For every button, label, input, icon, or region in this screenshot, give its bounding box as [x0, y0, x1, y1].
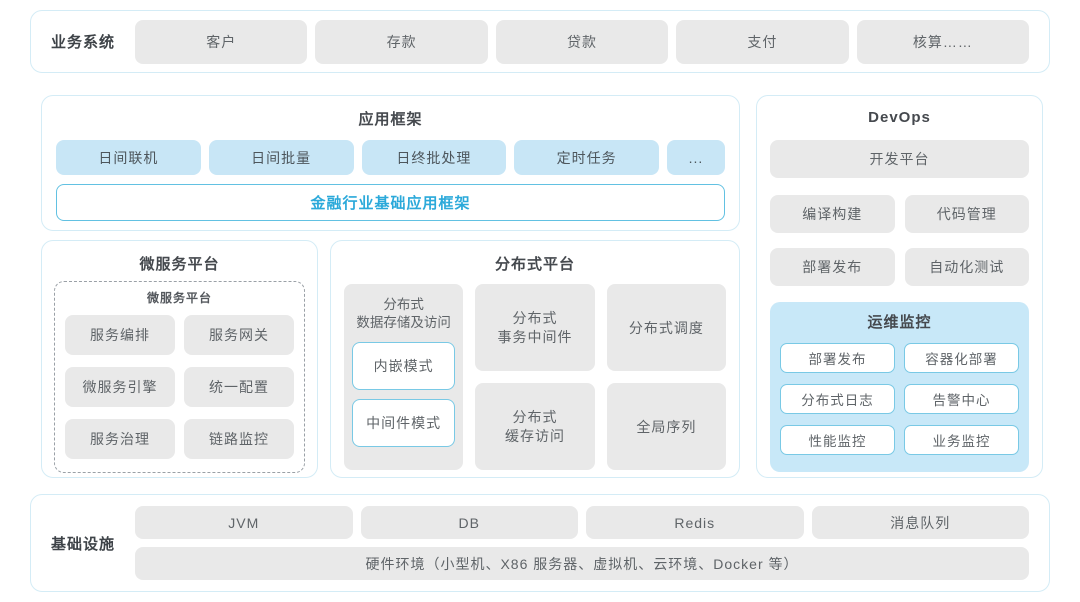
distributed-scheduling: 分布式调度	[606, 284, 726, 371]
microservice-inner-title: 微服务平台	[146, 291, 212, 305]
business-item-loan: 贷款	[495, 19, 669, 64]
business-item-payment: 支付	[676, 19, 849, 64]
base-framework-box: 金融行业基础应用框架	[56, 184, 725, 221]
distributed-storage-label: 分布式 数据存储及访问	[356, 297, 451, 331]
infra-db: DB	[360, 506, 578, 539]
devops-compile-build: 编译构建	[770, 195, 895, 233]
distributed-transaction-middleware: 分布式 事务中间件	[475, 284, 595, 371]
runtime-daytime-batch: 日间批量	[208, 140, 354, 175]
ms-microservice-engine: 微服务引擎	[65, 367, 175, 407]
devops-panel: DevOps 开发平台 编译构建 代码管理 部署发布 自动化测试 运维监控 部署…	[756, 95, 1043, 478]
ops-monitoring-panel: 运维监控 部署发布 容器化部署 分布式日志 告警中心 性能监控 业务监控	[770, 302, 1029, 472]
devops-title: DevOps	[868, 109, 931, 126]
infra-redis: Redis	[586, 506, 804, 539]
storage-middleware-mode: 中间件模式	[352, 399, 456, 448]
app-framework-title: 应用框架	[358, 111, 423, 128]
microservice-grid: 服务编排 服务网关 微服务引擎 统一配置 服务治理 链路监控	[65, 315, 294, 459]
ms-service-governance: 服务治理	[65, 419, 175, 459]
monitor-deploy-release: 部署发布	[780, 343, 895, 373]
distributed-grid: 分布式 数据存储及访问 内嵌模式 中间件模式 分布式 事务中间件 分布式调度 分…	[331, 284, 739, 470]
storage-embedded-mode: 内嵌模式	[352, 342, 456, 391]
ms-service-gateway: 服务网关	[184, 315, 294, 355]
monitor-distributed-logs: 分布式日志	[780, 384, 895, 414]
ms-trace-monitoring: 链路监控	[184, 419, 294, 459]
app-framework-panel: 应用框架 日间联机 日间批量 日终批处理 定时任务 ... 金融行业基础应用框架	[41, 95, 740, 231]
ms-unified-config: 统一配置	[184, 367, 294, 407]
devops-automated-testing: 自动化测试	[904, 248, 1029, 286]
ops-monitoring-title: 运维监控	[867, 314, 932, 331]
ops-monitoring-grid: 部署发布 容器化部署 分布式日志 告警中心 性能监控 业务监控	[780, 343, 1019, 455]
global-sequence: 全局序列	[606, 383, 726, 470]
runtime-more: ...	[667, 140, 725, 175]
distributed-cache-access: 分布式 缓存访问	[475, 383, 595, 470]
distributed-platform-panel: 分布式平台 分布式 数据存储及访问 内嵌模式 中间件模式 分布式 事务中间件 分…	[330, 240, 740, 478]
devops-deploy-release: 部署发布	[770, 248, 895, 286]
business-systems-layer: 业务系统 客户 存款 贷款 支付 核算……	[30, 10, 1050, 73]
monitor-container-deploy: 容器化部署	[904, 343, 1019, 373]
infra-hardware-environment: 硬件环境（小型机、X86 服务器、虚拟机、云环境、Docker 等）	[135, 547, 1029, 580]
monitor-business: 业务监控	[904, 425, 1019, 455]
runtime-scheduled-task: 定时任务	[514, 140, 659, 175]
devops-grid: 编译构建 代码管理 部署发布 自动化测试	[770, 195, 1029, 286]
distributed-title: 分布式平台	[494, 256, 575, 273]
distributed-storage-group: 分布式 数据存储及访问 内嵌模式 中间件模式	[344, 284, 464, 470]
infrastructure-label: 基础设施	[51, 535, 116, 553]
microservice-inner-panel: 微服务平台 服务编排 服务网关 微服务引擎 统一配置 服务治理 链路监控	[54, 281, 305, 473]
business-item-customer: 客户	[135, 19, 308, 64]
business-items-row: 客户 存款 贷款 支付 核算……	[135, 19, 1030, 64]
infrastructure-items-row: JVM DB Redis 消息队列	[135, 506, 1029, 539]
microservice-title: 微服务平台	[139, 256, 220, 273]
runtime-eod-batch: 日终批处理	[361, 140, 507, 175]
infra-message-queue: 消息队列	[811, 506, 1029, 539]
monitor-alert-center: 告警中心	[904, 384, 1019, 414]
monitor-performance: 性能监控	[780, 425, 895, 455]
app-framework-runtime-row: 日间联机 日间批量 日终批处理 定时任务 ...	[42, 140, 739, 175]
infrastructure-layer: 基础设施 JVM DB Redis 消息队列 硬件环境（小型机、X86 服务器、…	[30, 494, 1050, 592]
runtime-daytime-online: 日间联机	[56, 140, 201, 175]
dev-platform-box: 开发平台	[770, 140, 1029, 178]
infrastructure-content: JVM DB Redis 消息队列 硬件环境（小型机、X86 服务器、虚拟机、云…	[135, 506, 1029, 580]
business-item-accounting: 核算……	[856, 19, 1030, 64]
ms-service-orchestration: 服务编排	[65, 315, 175, 355]
business-layer-label: 业务系统	[51, 34, 116, 51]
infra-jvm: JVM	[135, 506, 353, 539]
microservice-platform-panel: 微服务平台 微服务平台 服务编排 服务网关 微服务引擎 统一配置 服务治理 链路…	[41, 240, 318, 478]
business-item-deposit: 存款	[315, 19, 488, 64]
devops-code-management: 代码管理	[904, 195, 1029, 233]
